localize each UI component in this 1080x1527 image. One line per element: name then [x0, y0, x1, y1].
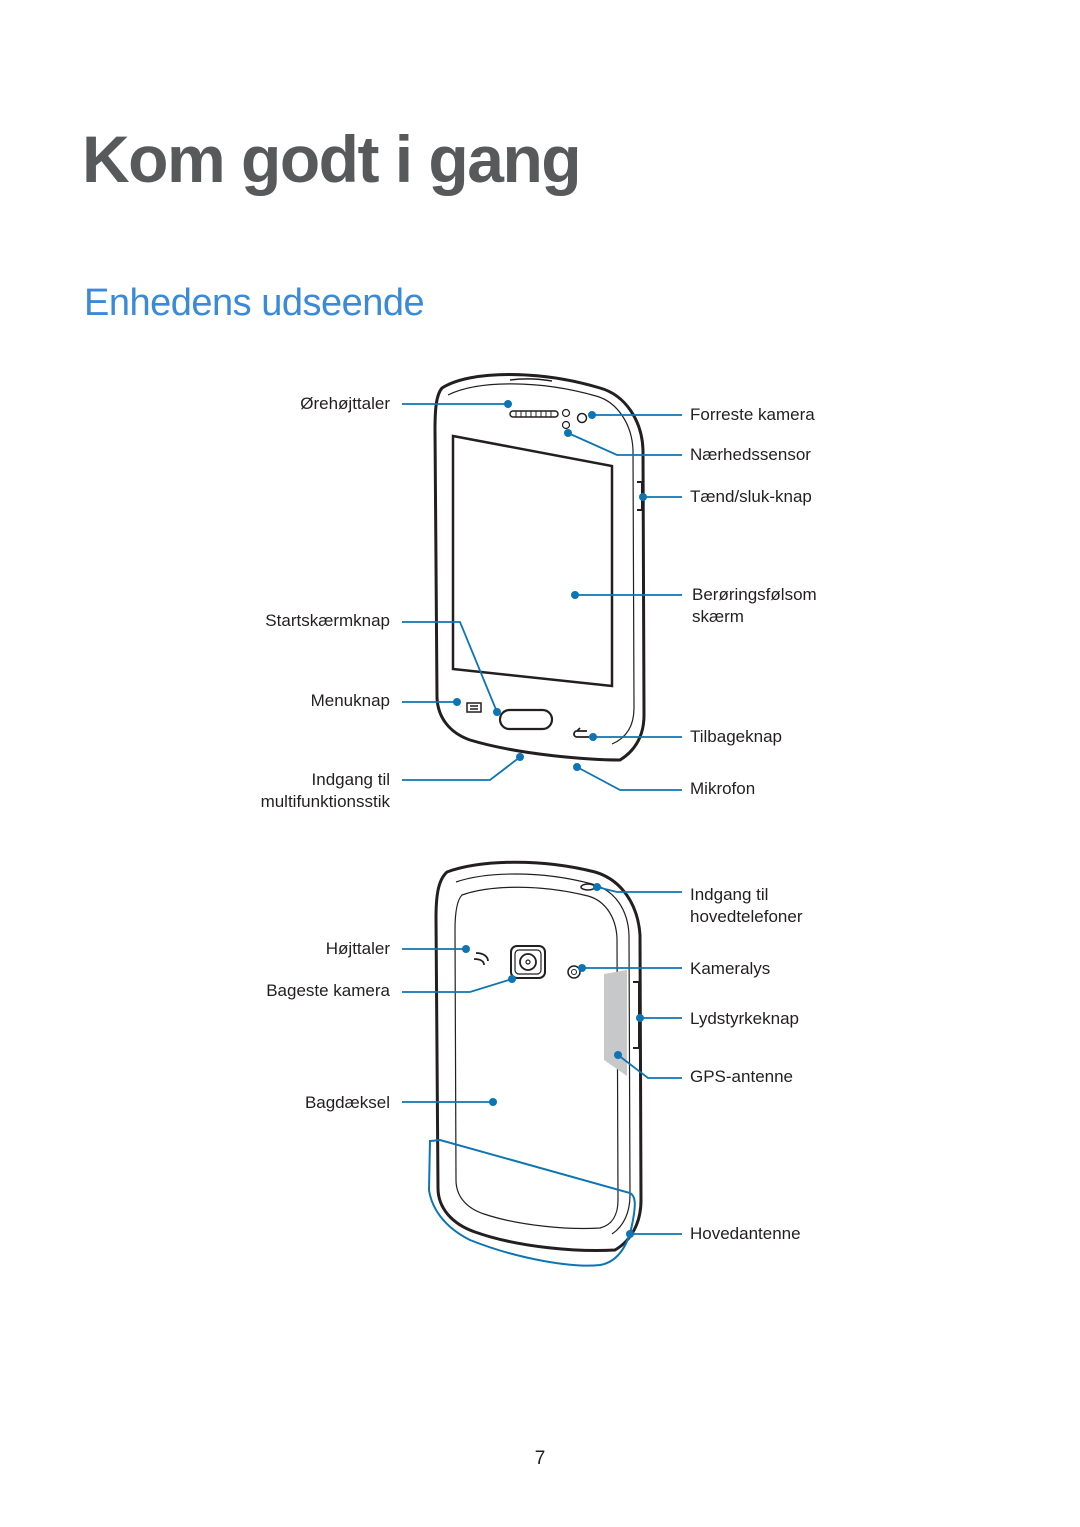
headset-jack: [580, 883, 596, 891]
label-mfj-line1: Indgang til: [311, 770, 390, 789]
label-proximity-sensor: Nærhedssensor: [690, 445, 811, 464]
back-key-icon: [573, 727, 589, 738]
label-touchscreen-line2: skærm: [692, 607, 744, 626]
proximity-sensor-window: [561, 420, 571, 430]
chapter-title: Kom godt i gang: [82, 122, 582, 196]
rear-camera-module: [510, 945, 546, 979]
section-title: Enhedens udseende: [84, 282, 425, 324]
label-touchscreen-line1: Berøringsfølsom: [692, 585, 817, 604]
label-gps-antenna: GPS-antenne: [690, 1067, 794, 1086]
phone-back-outline: [434, 860, 643, 1252]
leader-lines: [402, 403, 682, 1235]
phone-front: [433, 373, 646, 762]
label-speaker: Højttaler: [325, 939, 390, 958]
camera-flash: [567, 965, 581, 979]
rear-camera-lens: [519, 953, 537, 971]
front-camera-lens: [576, 412, 588, 424]
label-headset-line1: Indgang til: [690, 885, 769, 904]
label-microphone: Mikrofon: [690, 779, 756, 798]
earpiece-grille: [509, 410, 559, 418]
label-front-camera: Forreste kamera: [690, 405, 815, 424]
label-headset-jack: Indgang til hovedtelefoner: [690, 884, 802, 928]
label-home-key: Startskærmknap: [265, 611, 390, 630]
label-back-key: Tilbageknap: [690, 727, 782, 746]
phone-front-outline: [433, 373, 646, 762]
label-flash: Kameralys: [690, 959, 771, 978]
home-key: [498, 708, 554, 731]
label-main-antenna: Hovedantenne: [690, 1224, 801, 1243]
leader-dots: [453, 400, 647, 1238]
label-back-cover: Bagdæksel: [304, 1093, 390, 1112]
label-headset-line2: hovedtelefoner: [690, 907, 803, 926]
label-volume-key: Lydstyrkeknap: [690, 1009, 799, 1028]
label-mfj-line2: multifunktionsstik: [260, 792, 390, 811]
label-power-key: Tænd/sluk-knap: [690, 487, 812, 506]
label-rear-camera: Bageste kamera: [266, 981, 390, 1000]
main-antenna-outline: [427, 1138, 636, 1267]
label-multifunction-jack: Indgang til multifunktionsstik: [261, 769, 390, 813]
rear-speaker: [473, 952, 489, 966]
menu-key-icon: [466, 702, 482, 713]
phone-front-screen: [451, 434, 614, 688]
page-number: 7: [534, 1448, 546, 1469]
label-touchscreen: Berøringsfølsom skærm: [692, 584, 817, 628]
label-menu-key: Menuknap: [310, 691, 390, 710]
label-earpiece: Ørehøjttaler: [300, 394, 390, 413]
phone-back: [434, 860, 643, 1252]
gps-antenna-area: [604, 970, 627, 1076]
